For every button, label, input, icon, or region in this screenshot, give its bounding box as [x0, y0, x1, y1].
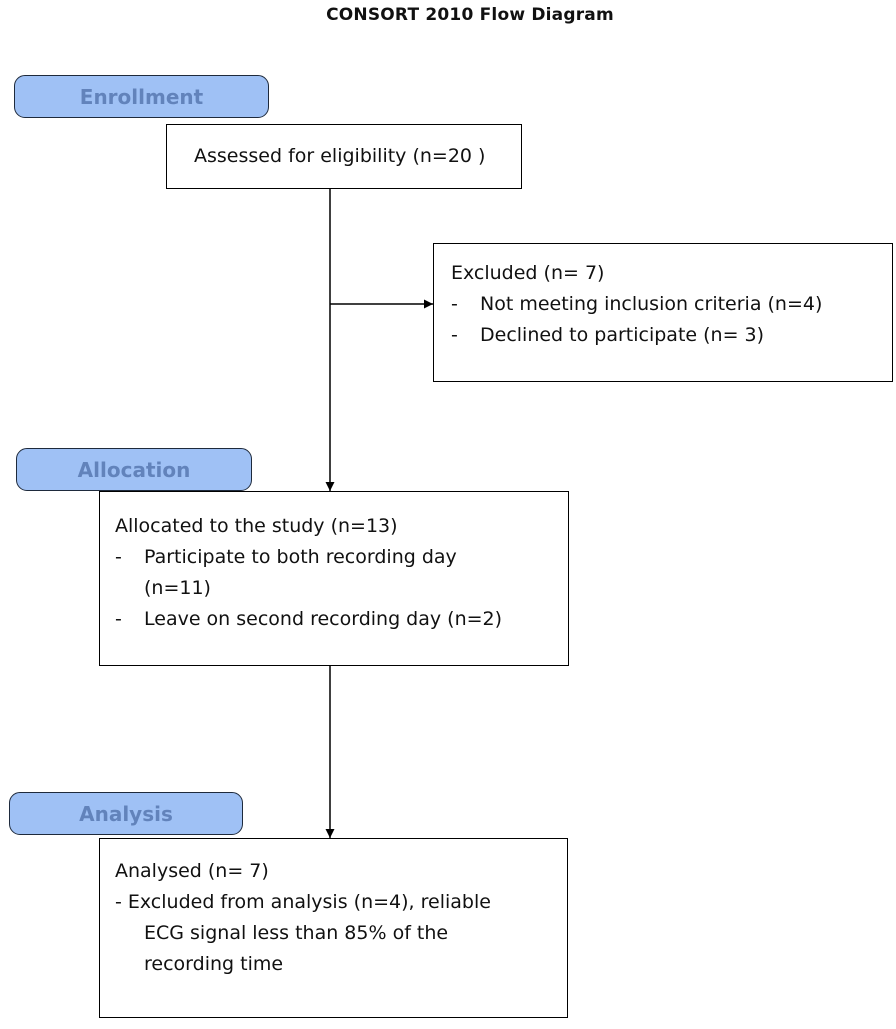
- bullet-dash: -: [451, 293, 458, 315]
- allocated-item-1-text: Participate to both recording day: [144, 546, 457, 568]
- allocated-item-2-text: Leave on second recording day (n=2): [144, 608, 503, 630]
- allocated-heading: Allocated to the study (n=13): [115, 515, 398, 537]
- diagram-title: CONSORT 2010 Flow Diagram: [326, 5, 614, 25]
- analysed-item-line-1: - Excluded from analysis (n=4), reliable: [115, 891, 491, 913]
- stage-enrollment: Enrollment: [14, 75, 269, 118]
- assessed-text: Assessed for eligibility (n=20 ): [194, 145, 486, 167]
- excluded-item-1-text: Not meeting inclusion criteria (n=4): [480, 293, 823, 315]
- bullet-dash: -: [451, 324, 458, 346]
- excluded-item-1: - Not meeting inclusion criteria (n=4): [451, 289, 892, 320]
- assessed-box: Assessed for eligibility (n=20 ): [166, 124, 522, 189]
- analysed-box: Analysed (n= 7) - Excluded from analysis…: [99, 838, 568, 1018]
- analysed-item-line-3: recording time: [144, 953, 284, 975]
- stage-analysis: Analysis: [9, 792, 243, 835]
- excluded-item-2-text: Declined to participate (n= 3): [480, 324, 765, 346]
- excluded-heading: Excluded (n= 7): [451, 262, 605, 284]
- excluded-item-2: - Declined to participate (n= 3): [451, 320, 892, 351]
- bullet-dash: -: [115, 608, 122, 630]
- analysed-item-line-2: ECG signal less than 85% of the: [144, 922, 449, 944]
- bullet-dash: -: [115, 546, 122, 568]
- excluded-box: Excluded (n= 7) - Not meeting inclusion …: [433, 243, 893, 382]
- stage-allocation: Allocation: [16, 448, 252, 491]
- stage-enrollment-label: Enrollment: [79, 84, 204, 109]
- allocated-item-2: - Leave on second recording day (n=2): [115, 604, 568, 635]
- analysed-heading: Analysed (n= 7): [115, 860, 269, 882]
- allocated-item-1: - Participate to both recording day (n=1…: [115, 542, 568, 604]
- stage-analysis-label: Analysis: [79, 801, 173, 826]
- allocated-item-1-count: (n=11): [144, 577, 211, 599]
- stage-allocation-label: Allocation: [77, 457, 191, 482]
- allocated-box: Allocated to the study (n=13) - Particip…: [99, 491, 569, 666]
